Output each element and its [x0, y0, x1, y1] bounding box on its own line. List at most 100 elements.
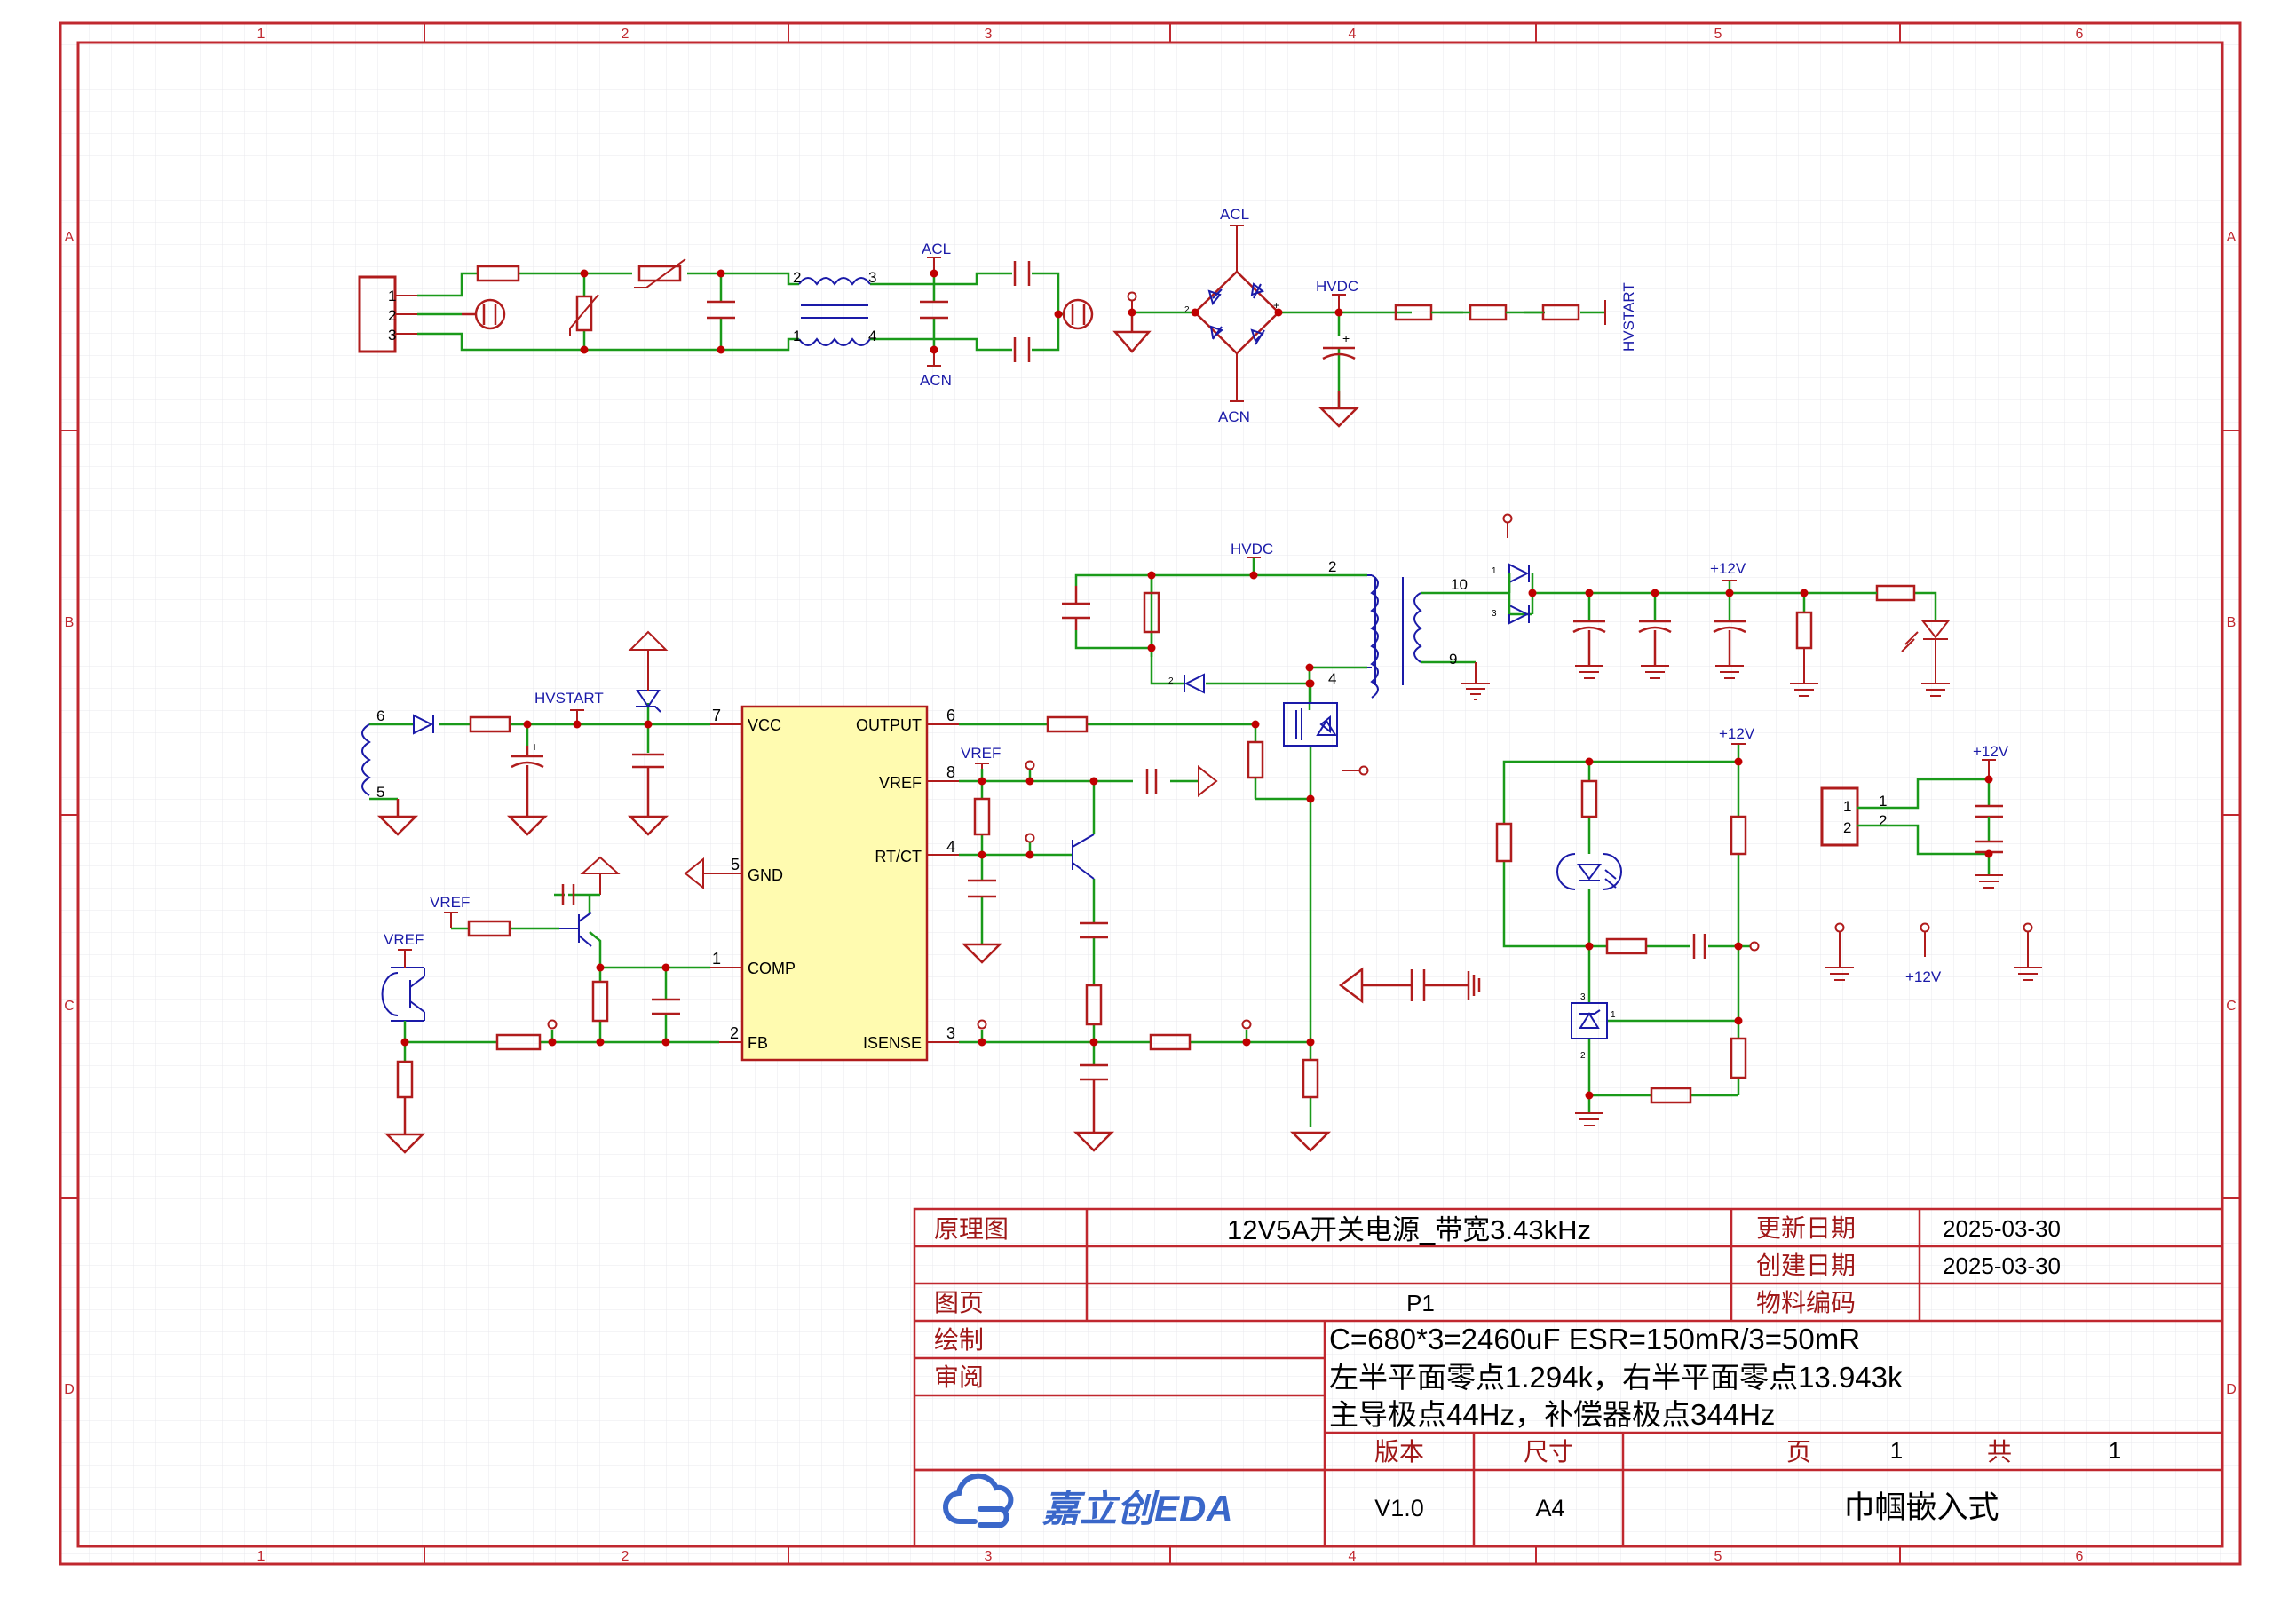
ground-symbol-connector: [1975, 874, 2003, 889]
spark-gap-right[interactable]: [1062, 298, 1094, 330]
rt-resistor[interactable]: [973, 797, 991, 836]
output-capacitor-1[interactable]: [1572, 620, 1606, 666]
power-mosfet[interactable]: [1283, 702, 1338, 747]
opto-led-resistor-a[interactable]: [1495, 822, 1513, 863]
transformer-pin-2: 2: [1328, 558, 1336, 575]
net-label-vref-comp: VREF: [430, 894, 470, 911]
isense-filter-capacitor[interactable]: [1073, 1063, 1115, 1152]
tb-kind-label: 原理图: [934, 1215, 1009, 1243]
bulk-cap-plus: +: [1342, 331, 1350, 345]
ic-pin-num-2: 2: [730, 1024, 739, 1042]
y-capacitor-1[interactable]: [1013, 261, 1031, 286]
ic-pin-num-8: 8: [946, 763, 955, 781]
fb-series-resistor[interactable]: [495, 1033, 542, 1051]
optocoupler-transistor[interactable]: [381, 967, 425, 1022]
vref-bypass-capacitor[interactable]: [1145, 769, 1158, 794]
tl431-pin-3: 3: [1580, 992, 1586, 1002]
divider-upper-resistor[interactable]: [1730, 815, 1747, 856]
slope-compensation-transistor[interactable]: [1072, 834, 1095, 880]
comp-transistor[interactable]: [559, 912, 592, 947]
col-label-bottom-1: 1: [257, 1549, 265, 1564]
varistor[interactable]: [575, 295, 593, 332]
transformer-pin-4: 4: [1328, 670, 1336, 687]
common-mode-choke[interactable]: [798, 277, 871, 346]
compensation-capacitor[interactable]: [1692, 934, 1706, 959]
isense-resistor[interactable]: [1149, 1033, 1192, 1051]
snubber-resistor[interactable]: [1143, 591, 1160, 634]
row-label-left-a: A: [65, 230, 75, 245]
aux-diode[interactable]: [413, 714, 434, 735]
sense-resistor[interactable]: [1302, 1058, 1319, 1099]
opto-led-resistor-b[interactable]: [1580, 779, 1598, 818]
pwm-controller-ic[interactable]: [740, 705, 929, 1062]
gate-pulldown-resistor[interactable]: [1247, 740, 1264, 779]
fuse[interactable]: [476, 265, 520, 282]
col-label-top-6: 6: [2076, 27, 2084, 42]
net-label-vref-opto: VREF: [384, 931, 424, 948]
tb-review-label: 审阅: [934, 1363, 984, 1391]
divider-lower-resistor[interactable]: [1730, 1037, 1747, 1079]
ic-pin-name-rtct: RT/CT: [875, 848, 922, 865]
vcc-bypass-capacitor[interactable]: [627, 753, 669, 836]
ic-pin-name-gnd: GND: [748, 866, 783, 884]
net-label-acn-bridge: ACN: [1218, 408, 1250, 425]
compensation-resistor[interactable]: [1605, 937, 1648, 955]
col-label-bottom-6: 6: [2076, 1549, 2084, 1564]
out-connector-pin-2-inner: 2: [1843, 819, 1851, 836]
gate-resistor[interactable]: [1046, 715, 1089, 733]
flyback-transformer[interactable]: [1367, 574, 1422, 699]
ground-symbol-fb: [384, 1097, 426, 1154]
ic-pin-name-fb: FB: [748, 1034, 768, 1052]
tl431-regulator[interactable]: [1571, 1002, 1608, 1039]
aux-resistor[interactable]: [469, 715, 511, 733]
tb-company: 巾帼嵌入式: [1843, 1490, 1999, 1525]
bulk-capacitor[interactable]: [1322, 346, 1356, 360]
choke-pin-3: 3: [868, 269, 876, 286]
net-label-acl-filter: ACL: [922, 241, 951, 257]
bridge-diodes: [1207, 282, 1265, 345]
power-led[interactable]: [1901, 620, 1951, 684]
aux-supply-section: 6 5 + HVSTART: [361, 630, 710, 836]
vcc-capacitor[interactable]: [506, 746, 549, 836]
y-capacitor-2[interactable]: [1013, 337, 1031, 362]
snubber-capacitor[interactable]: [1062, 586, 1090, 630]
spark-gap-left[interactable]: [462, 298, 506, 330]
ct-capacitor[interactable]: [961, 879, 1003, 964]
output-diode-pin-1: 1: [1492, 566, 1497, 576]
divider-bottom-resistor[interactable]: [1650, 1087, 1692, 1104]
jlc-eda-logo: 嘉立创EDA: [943, 1473, 1233, 1529]
tb-version-value: V1.0: [1374, 1495, 1424, 1521]
tb-note-line-2: 左半平面零点1.294k，右半平面零点13.943k: [1329, 1361, 1903, 1394]
x-capacitor-2[interactable]: [920, 300, 948, 320]
vref-resistor[interactable]: [467, 920, 511, 937]
ic-pin-name-comp: COMP: [748, 960, 796, 977]
net-label-hvstart-port: HVSTART: [1620, 282, 1637, 352]
choke-pin-1: 1: [793, 328, 801, 344]
ground-symbol-sense: [1289, 1131, 1332, 1152]
optocoupler-led[interactable]: [1556, 853, 1622, 890]
x-capacitor-1[interactable]: [707, 300, 735, 320]
aux-winding[interactable]: [361, 723, 371, 796]
ground-symbol-tl431: [1575, 1112, 1603, 1126]
flyback-output-section: 2 HVDC 2 4 10 9 1 3: [1062, 513, 1951, 710]
feedback-section: VREF VREF: [381, 856, 719, 1154]
slope-resistor[interactable]: [1085, 984, 1103, 1026]
output-ground-symbols: [1575, 665, 1950, 697]
comp-capacitor[interactable]: [652, 998, 680, 1015]
comp-speedup-capacitor[interactable]: [561, 884, 575, 905]
output-capacitor-3[interactable]: [1713, 620, 1746, 666]
tb-title: 12V5A开关电源_带宽3.43kHz: [1227, 1214, 1591, 1245]
transformer-pin-10: 10: [1451, 576, 1468, 593]
ntc-thermistor[interactable]: [637, 265, 682, 282]
transformer-pin-9: 9: [1449, 651, 1457, 668]
output-capacitor-2[interactable]: [1638, 620, 1672, 666]
col-label-top-4: 4: [1349, 27, 1357, 42]
comp-resistor[interactable]: [591, 980, 609, 1023]
slope-coupling-capacitor[interactable]: [1080, 921, 1108, 939]
net-label-acn-filter: ACN: [920, 372, 952, 389]
net-label-12v-connector: +12V: [1973, 743, 2009, 760]
input-filter-section: 1 2 3: [358, 241, 1094, 389]
connector-pin-2: 2: [388, 307, 396, 324]
net-label-12v-flag: +12V: [1905, 968, 1942, 985]
output-connector[interactable]: [1820, 786, 1859, 847]
